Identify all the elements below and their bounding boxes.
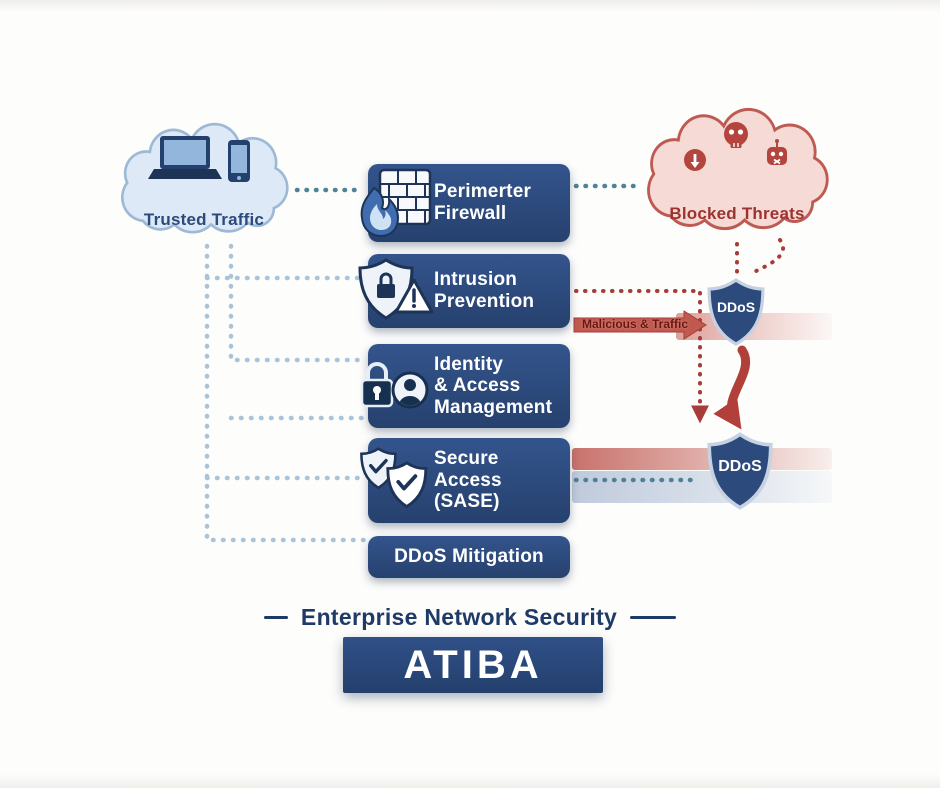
- tagline-rule-right: [630, 616, 677, 619]
- layer-label: Perimerter Firewall: [434, 181, 532, 224]
- malware-bot-icon: [767, 139, 787, 165]
- layer-label: DDoS Mitigation: [394, 546, 544, 568]
- blocked-flow-curved-arrow: [713, 345, 751, 430]
- page-edge-bottom: [0, 774, 940, 788]
- layer-secure-access-sase: Secure Access (SASE): [360, 438, 570, 523]
- page-edge-top: [0, 0, 940, 12]
- layer-ddos-mitigation: DDoS Mitigation: [368, 536, 570, 578]
- blocked-threats-cloud: Blocked Threats: [633, 96, 841, 246]
- ddos-label: DDoS: [716, 299, 756, 315]
- cloud-shape: [647, 107, 829, 231]
- firewall-icon: [360, 168, 432, 238]
- layer-perimeter-firewall: Perimerter Firewall: [360, 164, 570, 242]
- ddos-shield-bottom: DDoS: [702, 430, 778, 512]
- brand-name: ATIBA: [403, 642, 543, 687]
- intrusion-shield-icon: [358, 258, 434, 320]
- layer-identity-access-management: Identity & Access Management: [360, 344, 570, 428]
- laptop-icon: [148, 136, 222, 179]
- blocked-threats-label: Blocked Threats: [669, 204, 805, 223]
- ddos-shield-top: DDoS: [704, 276, 768, 348]
- tagline-text: Enterprise Network Security: [300, 604, 618, 630]
- skull-icon: [724, 122, 748, 148]
- ddos-shield-icon: [707, 278, 765, 346]
- trusted-traffic-label: Trusted Traffic: [143, 210, 265, 229]
- trusted-devices-icons: [148, 136, 250, 182]
- tagline-rule-left: [263, 616, 288, 619]
- layer-intrusion-prevention: Intrusion Prevention: [358, 254, 570, 328]
- identity-lock-user-icon: [360, 362, 429, 409]
- threat-icons: [684, 122, 787, 171]
- smartphone-icon: [228, 140, 250, 182]
- ddos-shield-icon: [707, 432, 773, 510]
- secure-access-shields-icon: [360, 446, 428, 508]
- layer-label: Intrusion Prevention: [434, 269, 535, 312]
- brand-banner: ATIBA: [343, 637, 603, 693]
- clean-traffic-band-lower: [572, 471, 832, 503]
- malware-download-icon: [684, 149, 706, 171]
- trusted-traffic-dotted-lines: [204, 243, 367, 543]
- ddos-label: DDoS: [718, 458, 762, 475]
- malicious-traffic-arrow-label: Malicious & Traffic: [581, 317, 689, 331]
- layer-label: Identity & Access Management: [434, 353, 553, 418]
- layer-label: Secure Access (SASE): [434, 448, 502, 513]
- tagline-row: Enterprise Network Security: [0, 604, 940, 631]
- trusted-traffic-cloud: Trusted Traffic: [108, 112, 300, 248]
